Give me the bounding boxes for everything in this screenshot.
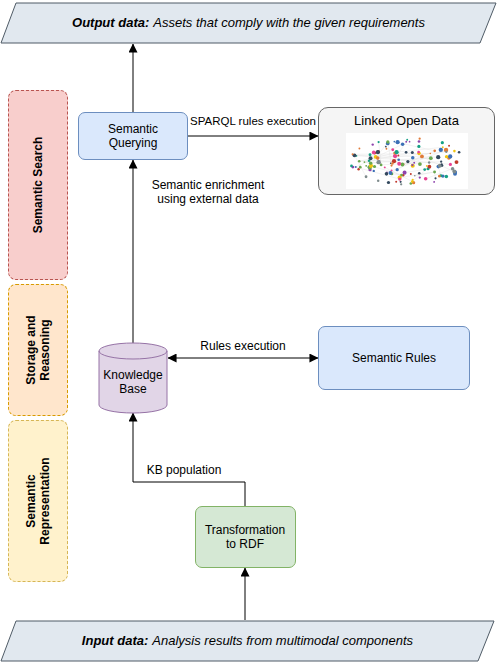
edge-label: KB population [146,463,223,477]
database-cylinder: Knowledge Base [98,343,168,413]
edge-label: SPARQL rules execution [189,115,317,129]
input-data-shape: Input data:Analysis results from multimo… [0,620,495,662]
layer-band: Storage and Reasoning [8,284,68,416]
layer-title: Semantic Search [31,95,45,275]
connector-arrow [133,413,245,506]
data-source-box: Linked Open Data [318,107,495,195]
edge-label: Semantic enrichment using external data [145,178,271,207]
data-heading: Output data: [72,15,149,31]
edge-label: Rules execution [199,339,286,353]
process-box: Semantic Querying [78,112,188,160]
connector-arrow [245,568,246,620]
process-box: Transformation to RDF [195,506,296,568]
data-heading: Input data: [82,633,148,649]
output-data-shape: Output data:Assets that comply with the … [0,2,497,44]
connector-arrow [133,44,134,112]
connector-arrow [188,136,318,137]
process-box: Semantic Rules [318,326,470,390]
lod-cloud-image [346,133,468,189]
layer-title: Storage and Reasoning [24,305,53,395]
box-title: Linked Open Data [319,113,494,129]
box-label: Semantic Rules [352,351,436,365]
layer-title: Semantic Representation [24,446,53,556]
connector-arrow [168,358,318,359]
connector-arrow [133,160,134,343]
box-label: Semantic Querying [87,122,179,151]
box-label: Transformation to RDF [204,523,287,552]
layer-band: Semantic Representation [8,420,68,582]
data-description: Assets that comply with the given requir… [153,15,425,31]
layer-band: Semantic Search [8,90,68,280]
database-label: Knowledge Base [98,368,168,397]
data-description: Analysis results from multimodal compone… [152,633,413,649]
